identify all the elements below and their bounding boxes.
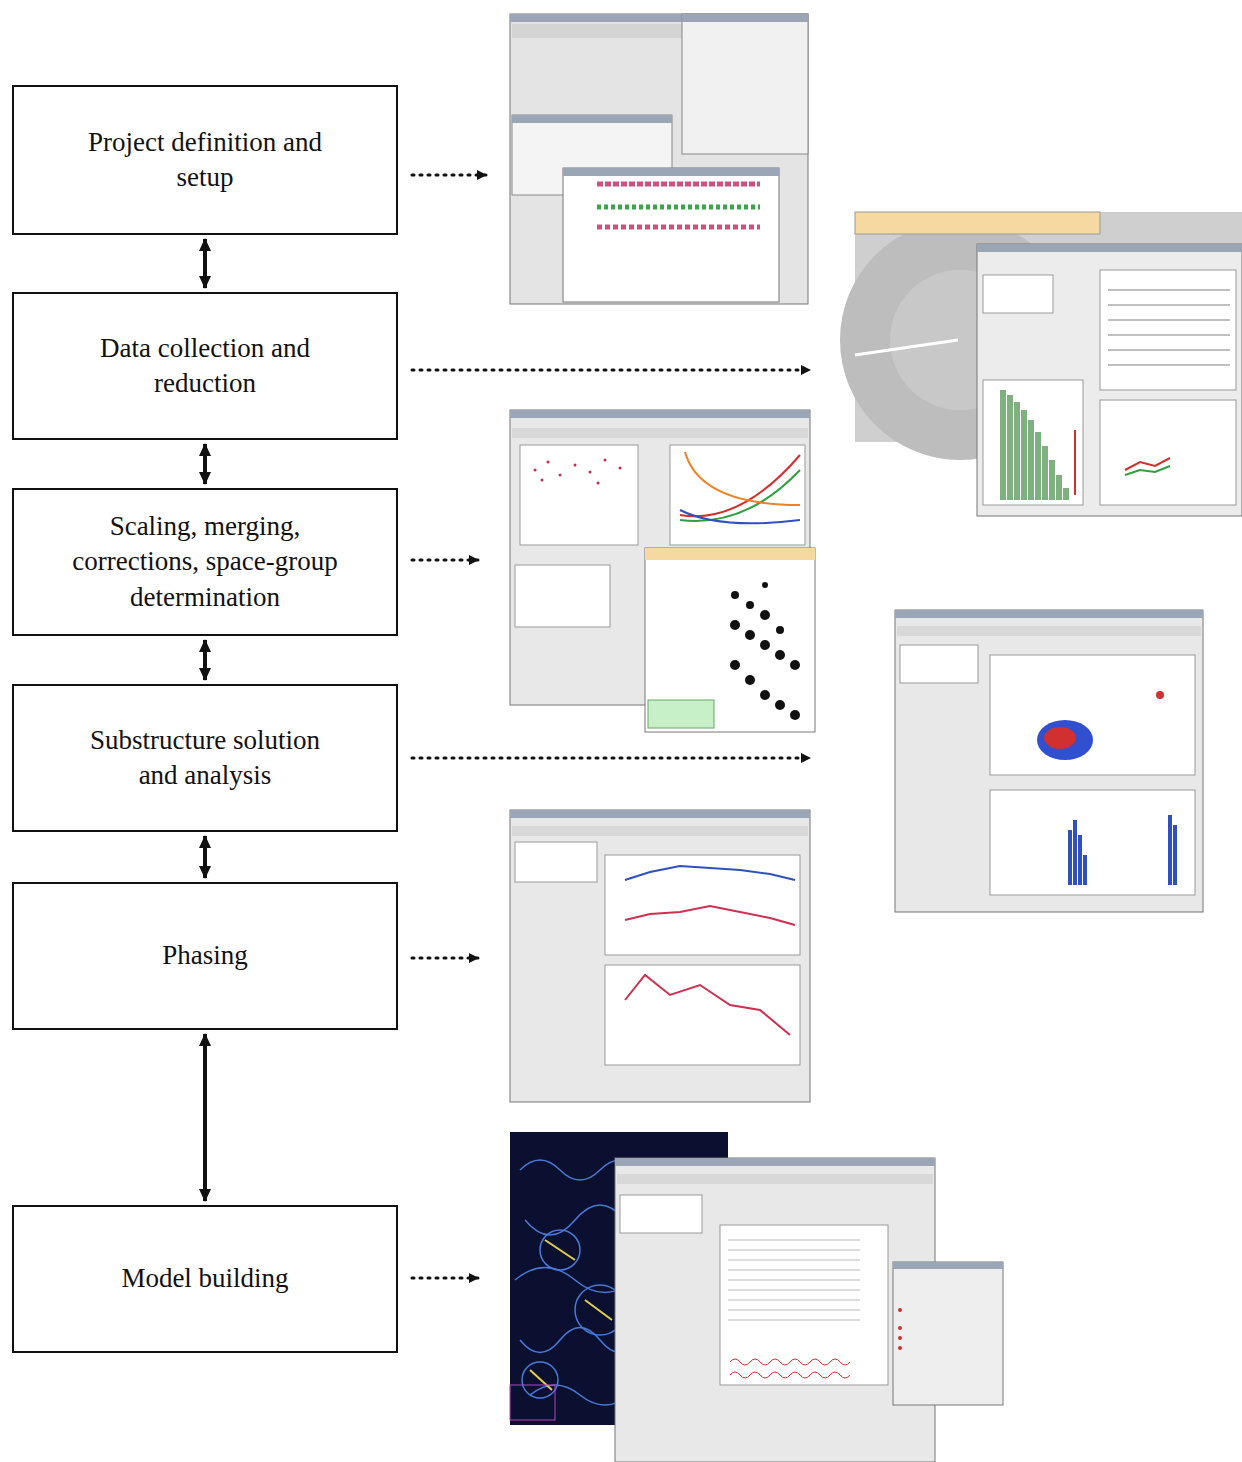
screenshot-scaling — [510, 410, 815, 732]
double-arrow — [203, 836, 207, 878]
box-label: Substructure solution and analysis — [70, 723, 340, 793]
double-arrow — [203, 239, 207, 288]
process-box: Phasing — [12, 882, 398, 1030]
screenshot-project — [510, 14, 808, 304]
process-box: Model building — [12, 1205, 398, 1353]
screenshot-model-building — [510, 1132, 1003, 1462]
box-label: Project definition and setup — [80, 125, 330, 195]
screenshot-substructure — [895, 610, 1203, 912]
process-box: Substructure solution and analysis — [12, 684, 398, 832]
screenshot-data-collection — [840, 212, 1242, 516]
box-label: Scaling, merging, corrections, space-gro… — [55, 509, 355, 614]
box-label: Data collection and reduction — [90, 331, 320, 401]
box-label: Model building — [121, 1261, 288, 1296]
process-box: Project definition and setup — [12, 85, 398, 235]
box-label: Phasing — [162, 938, 248, 973]
double-arrow — [203, 640, 207, 680]
double-arrow — [203, 1034, 207, 1201]
screenshot-phasing — [510, 810, 810, 1102]
double-arrow — [203, 444, 207, 484]
process-box: Data collection and reduction — [12, 292, 398, 440]
process-box: Scaling, merging, corrections, space-gro… — [12, 488, 398, 636]
